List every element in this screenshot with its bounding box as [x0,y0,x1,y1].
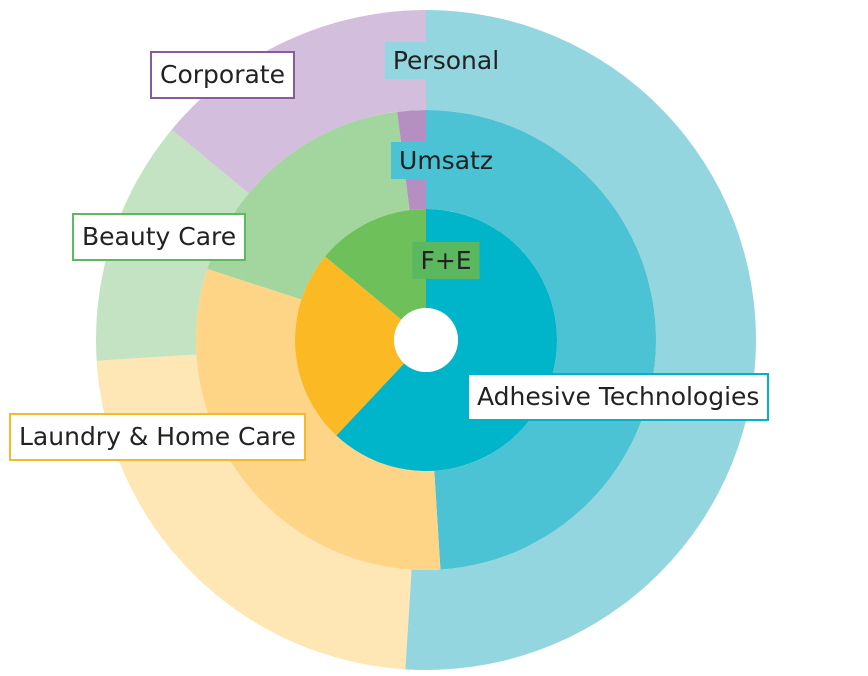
legend-corporate: Corporate [150,51,295,99]
slice-umsatz-adhesive-technologies [426,110,656,570]
svg-text:Personal: Personal [393,46,499,75]
legend-adhesive-technologies: Adhesive Technologies [467,373,770,421]
ring-label-umsatz: Umsatz [391,142,501,179]
slice-f-e-beauty-care [325,209,426,320]
legend-adhesive-technologies-label: Adhesive Technologies [477,382,760,411]
legend-beauty-care-label: Beauty Care [82,222,237,251]
slice-personal-corporate [171,10,426,194]
ring-label-f-e: F+E [412,242,480,279]
center-hole [394,308,458,372]
slice-personal-adhesive-technologies [405,10,757,670]
legend-corporate-label: Corporate [160,60,285,89]
svg-text:Umsatz: Umsatz [399,146,493,175]
slice-umsatz-beauty-care [207,111,410,300]
ring-label-personal: Personal [384,42,508,79]
legend-beauty-care: Beauty Care [72,213,247,261]
legend-laundry-home-care: Laundry & Home Care [9,413,306,461]
slice-f-e-laundry-home-care [294,256,405,436]
legend-laundry-home-care-label: Laundry & Home Care [19,422,296,451]
svg-text:F+E: F+E [420,246,471,275]
slice-umsatz-laundry-home-care [196,268,441,570]
